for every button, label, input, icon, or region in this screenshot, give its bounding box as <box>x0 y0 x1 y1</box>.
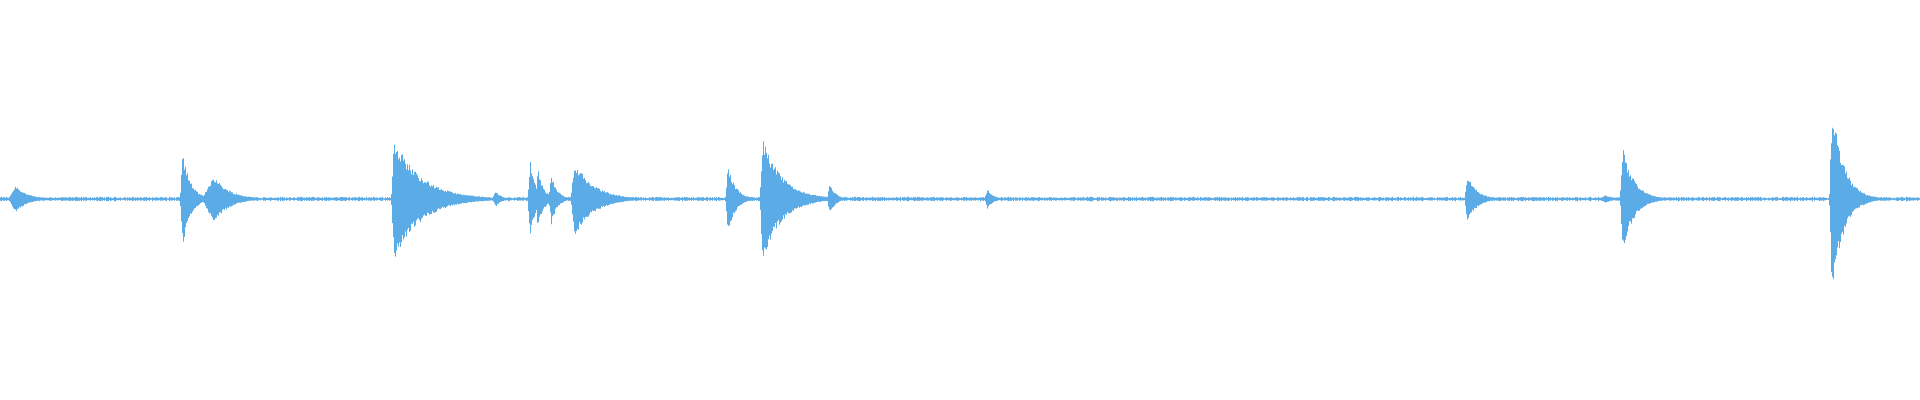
waveform-trace <box>0 127 1920 280</box>
